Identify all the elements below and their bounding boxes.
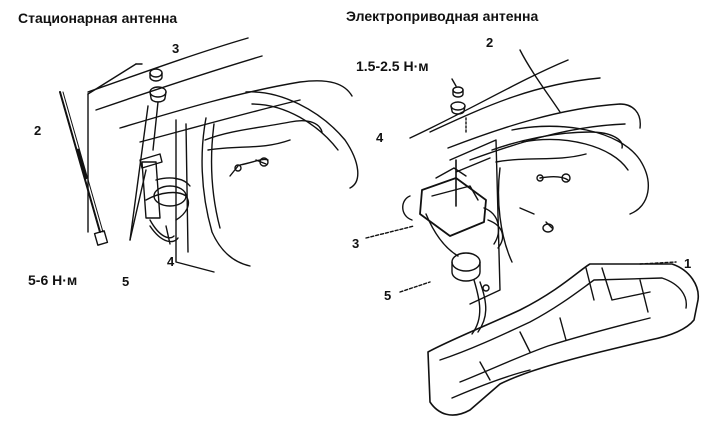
trunk-floor-panel xyxy=(427,263,699,416)
torque-right: 1.5-2.5 Н·м xyxy=(356,58,429,74)
left-fender-body xyxy=(87,37,359,273)
callout-right-5: 5 xyxy=(384,288,392,303)
fixed-antenna-mast xyxy=(59,63,143,246)
callout-left-4: 4 xyxy=(167,254,175,269)
callout-left-2: 2 xyxy=(34,123,42,138)
callout-left-3: 3 xyxy=(172,41,180,56)
callout-right-4: 4 xyxy=(376,130,384,145)
callout-right-2: 2 xyxy=(486,35,494,50)
right-fender-body xyxy=(409,49,649,305)
callout-left-5: 5 xyxy=(122,274,130,289)
title-power-antenna: Электроприводная антенна xyxy=(346,8,539,24)
fixed-antenna-base xyxy=(129,68,191,245)
callout-right-3: 3 xyxy=(352,236,360,251)
title-fixed-antenna: Стационарная антенна xyxy=(18,10,178,26)
right-leader-lines xyxy=(365,78,677,293)
callout-right-1: 1 xyxy=(684,256,692,271)
torque-left: 5-6 Н·м xyxy=(28,272,78,288)
power-antenna-unit xyxy=(402,86,504,335)
